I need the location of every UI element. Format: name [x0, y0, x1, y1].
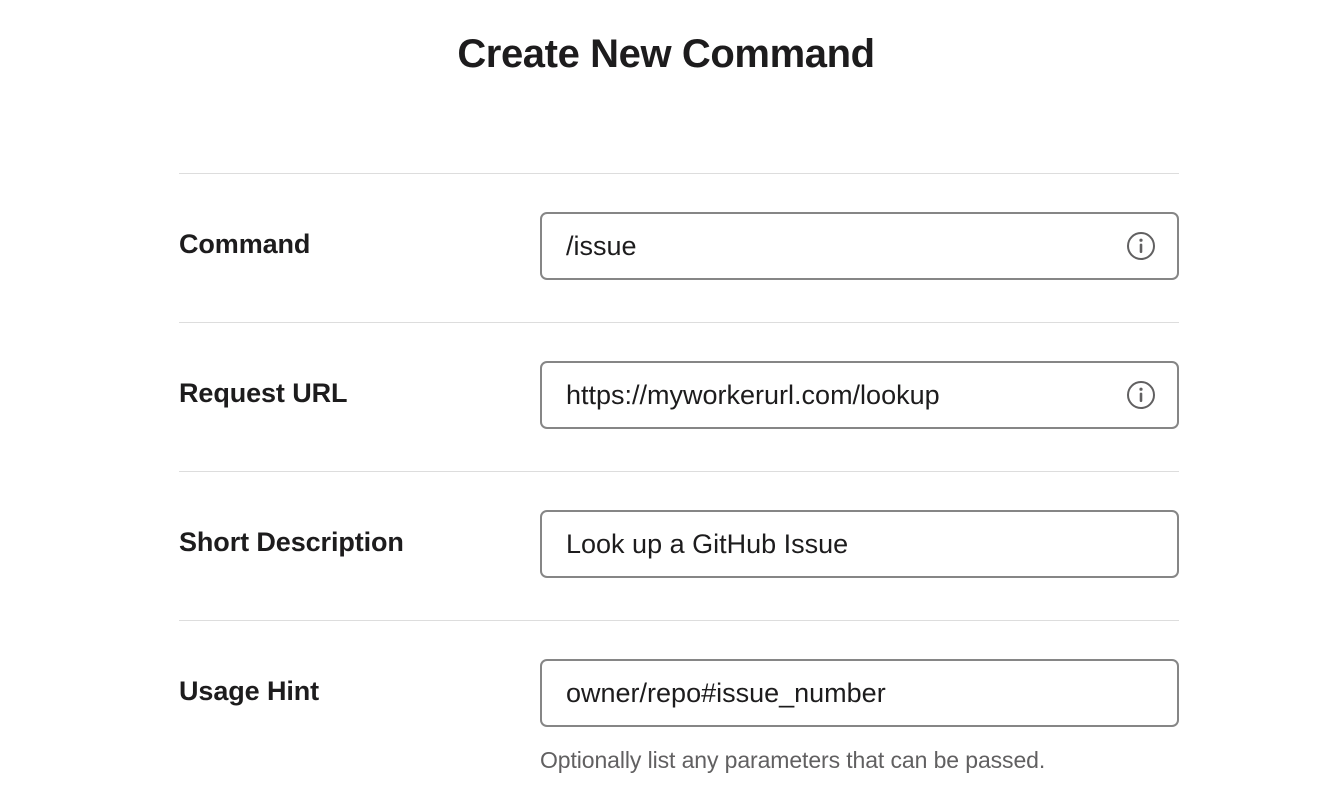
request-url-input[interactable]	[540, 361, 1179, 429]
form-divider-3	[179, 620, 1179, 621]
form-row-usage-hint: Usage Hint Optionally list any parameter…	[179, 621, 1179, 775]
form-divider-top	[179, 173, 1179, 174]
info-circle-icon[interactable]	[1126, 231, 1156, 261]
short-description-input-wrap	[540, 510, 1179, 578]
usage-hint-helper-text: Optionally list any parameters that can …	[540, 747, 1046, 773]
label-request-url: Request URL	[179, 378, 348, 408]
field-short-description	[540, 472, 1179, 578]
label-command: Command	[179, 229, 311, 259]
label-short-description: Short Description	[179, 527, 404, 557]
command-input[interactable]	[540, 212, 1179, 280]
form-divider-2	[179, 471, 1179, 472]
form-row-request-url: Request URL	[179, 323, 1179, 471]
command-form: Command Request URL	[179, 173, 1179, 775]
form-divider-1	[179, 322, 1179, 323]
field-usage-hint: Optionally list any parameters that can …	[540, 621, 1179, 775]
form-row-command: Command	[179, 174, 1179, 322]
short-description-input[interactable]	[540, 510, 1179, 578]
request-url-input-wrap	[540, 361, 1179, 429]
usage-hint-input[interactable]	[540, 659, 1179, 727]
field-command	[540, 174, 1179, 280]
field-request-url	[540, 323, 1179, 429]
form-row-short-description: Short Description	[179, 472, 1179, 620]
info-circle-icon[interactable]	[1126, 380, 1156, 410]
usage-hint-input-wrap	[540, 659, 1179, 727]
label-usage-hint: Usage Hint	[179, 676, 320, 706]
modal-header: Create New Command	[0, 0, 1332, 122]
command-input-wrap	[540, 212, 1179, 280]
page-title: Create New Command	[457, 32, 875, 76]
modal-body: Command Request URL	[0, 108, 1332, 810]
